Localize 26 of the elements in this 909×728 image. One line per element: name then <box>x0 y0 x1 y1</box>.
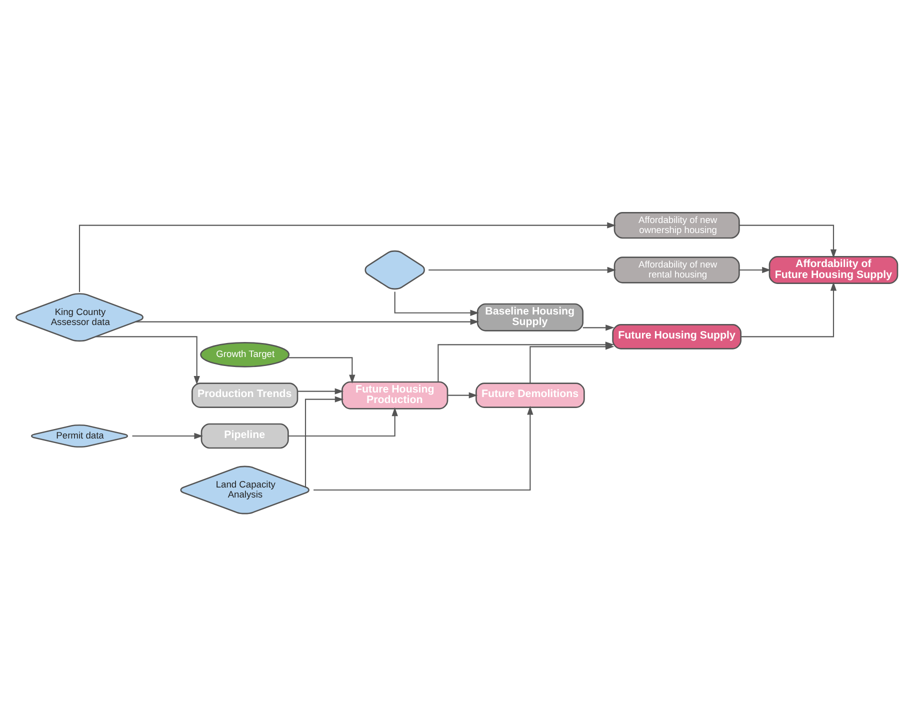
node-box: Affordability of new rental housing <box>614 256 740 284</box>
arrow <box>428 266 616 274</box>
arrow <box>298 388 344 394</box>
node-box: Future Demolitions <box>476 382 585 408</box>
node-box: Affordability of new ownership housing <box>614 212 740 239</box>
arrow <box>741 282 837 338</box>
node-box: Future Housing Supply <box>612 324 742 350</box>
arrow <box>136 318 480 325</box>
arrow <box>394 292 480 316</box>
arrow <box>96 336 200 385</box>
arrow <box>314 406 534 491</box>
node-box: Future Housing Production <box>342 381 448 410</box>
arrow <box>78 222 616 292</box>
arrow <box>288 407 398 437</box>
arrow <box>304 396 344 487</box>
node-box: Baseline Housing Supply <box>476 303 584 332</box>
node-diamond <box>364 250 425 290</box>
node-ellipse: Growth Target <box>200 342 290 368</box>
node-box: Affordability of Future Housing Supply <box>768 256 898 284</box>
arrow <box>530 344 614 384</box>
arrow <box>582 324 614 331</box>
arrow <box>288 357 356 384</box>
arrow <box>739 266 771 274</box>
arrow <box>132 432 204 440</box>
arrow <box>448 392 478 398</box>
arrow <box>739 224 837 258</box>
